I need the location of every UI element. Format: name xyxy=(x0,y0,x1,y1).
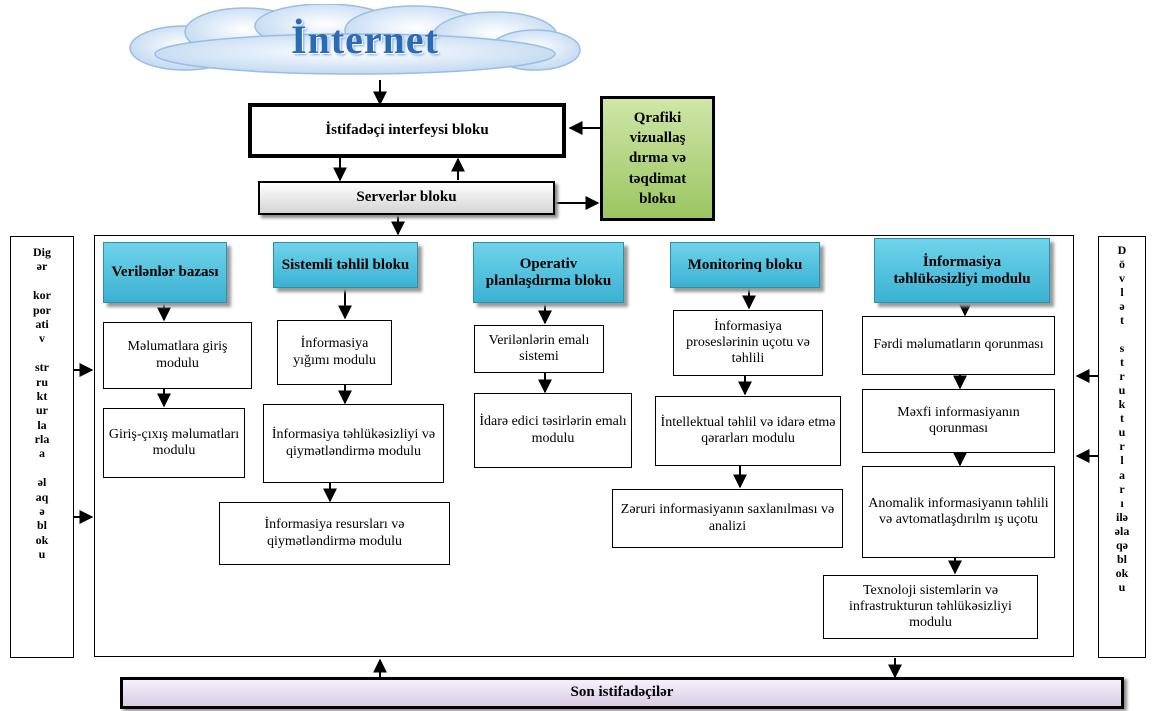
info-resources-evaluation-module: İnformasiya resursları və qiymətləndirmə… xyxy=(219,502,450,565)
info-process-accounting: İnformasiya proseslərinin uçotu və təhli… xyxy=(673,310,823,376)
internet-cloud: İnternet xyxy=(125,3,585,76)
user-interface-block: İstifadəçi interfeysi bloku xyxy=(248,103,566,158)
column-header-system-analysis: Sistemli təhlil bloku xyxy=(273,242,418,288)
internet-title: İnternet xyxy=(291,17,439,62)
corporate-structures-block: Dig ər kor por ati v str ru kt ur la rla… xyxy=(10,236,74,658)
tech-systems-security-module: Texnoloji sistemlərin və infrastrukturun… xyxy=(823,575,1038,639)
personal-data-protection: Fərdi məlumatların qorunması xyxy=(862,316,1055,375)
state-structures-block: D ö v l ə t s t r u k t u r l a r ı ilə … xyxy=(1098,236,1146,658)
info-collection-module: İnformasiya yığımı modulu xyxy=(277,320,392,385)
column-header-monitoring: Monitorinq bloku xyxy=(670,242,820,288)
cloud-icon xyxy=(129,3,581,75)
end-users-block: Son istifadəçilər xyxy=(120,677,1124,709)
column-header-operative-planning: Operativ planlaşdırma bloku xyxy=(473,242,624,303)
info-security-evaluation-module: İnformasiya təhlükəsizliyi və qiymətlənd… xyxy=(263,404,444,483)
anomaly-analysis-accounting: Anomalik informasiyanın təhlili və avtom… xyxy=(862,466,1055,558)
data-access-module: Məlumatlara giriş modulu xyxy=(103,322,252,389)
intelligent-analysis-module: İntellektual təhlil və idarə etmə qərarl… xyxy=(655,396,841,466)
graphics-presentation-block: Qrafiki vizuallaş dırma və təqdimat blok… xyxy=(600,96,715,221)
necessary-info-storage: Zəruri informasiyanın saxlanılması və an… xyxy=(612,489,843,548)
column-header-info-security: İnformasiya təhlükəsizliyi modulu xyxy=(874,238,1050,303)
data-processing-system: Verilənlərin emalı sistemi xyxy=(474,325,604,373)
control-actions-processing-module: İdarə edici təsirlərin emalı modulu xyxy=(474,393,632,468)
confidential-info-protection: Məxfi informasiyanın qorunması xyxy=(862,389,1055,453)
server-block: Serverlər bloku xyxy=(258,181,555,215)
column-header-databases: Verilənlər bazası xyxy=(103,242,227,303)
main-container xyxy=(94,235,1074,657)
io-data-module: Giriş-çıxış məlumatları modulu xyxy=(103,408,245,478)
